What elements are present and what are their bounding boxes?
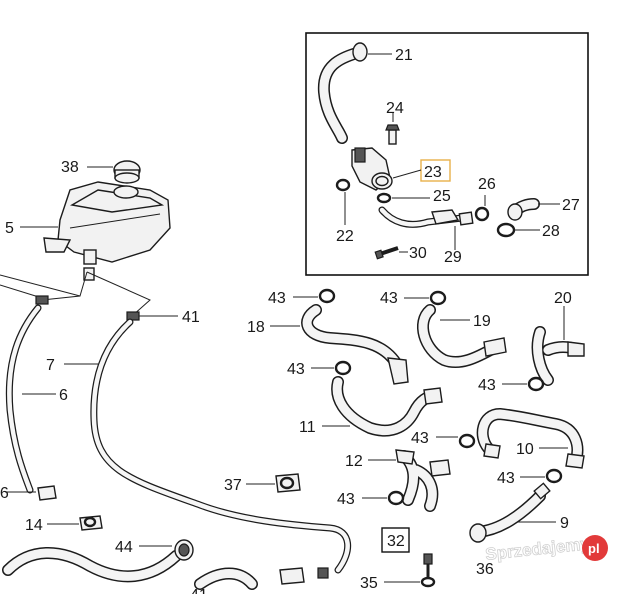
part-44-hose xyxy=(2,539,258,590)
clip-bottom-center xyxy=(279,567,329,585)
part-43-clamp-f xyxy=(545,468,563,484)
label-20: 20 xyxy=(554,290,572,307)
part-16-clip xyxy=(37,485,57,501)
part-29-pipe xyxy=(378,206,474,228)
inset-frame xyxy=(305,32,589,276)
label-30: 30 xyxy=(409,245,427,262)
part-22-o-ring xyxy=(335,178,351,192)
label-22: 22 xyxy=(336,228,354,245)
label-7: 7 xyxy=(46,357,55,374)
part-10-hose xyxy=(476,408,585,469)
label-35: 35 xyxy=(360,575,378,592)
label-38: 38 xyxy=(61,159,79,176)
label-43-f: 43 xyxy=(497,470,515,487)
part-18-hose xyxy=(301,304,409,385)
label-18: 18 xyxy=(247,319,265,336)
label-26: 26 xyxy=(478,176,496,193)
label-36: 36 xyxy=(476,561,494,578)
part-43-clamp-c xyxy=(527,376,545,392)
watermark-logo-text: pl xyxy=(588,541,600,556)
part-26-clamp xyxy=(474,206,490,222)
label-41-bottom: 41 xyxy=(190,587,208,594)
part-24-bolt xyxy=(385,124,400,145)
label-21: 21 xyxy=(395,47,413,64)
label-23: 23 xyxy=(424,164,442,181)
part-43-clamp-e xyxy=(458,433,476,449)
part-43-clamp-b xyxy=(429,290,447,306)
label-10: 10 xyxy=(516,441,534,458)
label-32: 32 xyxy=(387,533,405,550)
label-25: 25 xyxy=(433,188,451,205)
label-11: 11 xyxy=(299,419,316,436)
label-43-g: 43 xyxy=(337,491,355,508)
label-43-e: 43 xyxy=(411,430,429,447)
label-29: 29 xyxy=(444,249,462,266)
label-28: 28 xyxy=(542,223,560,240)
part-30-bolt xyxy=(374,246,399,260)
part-9-hose xyxy=(469,482,551,543)
part-28-clamp xyxy=(496,222,516,238)
part-43-clamp-d xyxy=(334,360,352,376)
watermark-text: Sprzedajemy xyxy=(484,534,591,564)
part-43-clamp-g xyxy=(387,490,405,506)
label-37: 37 xyxy=(224,477,242,494)
label-9: 9 xyxy=(560,515,569,532)
part-38-cap xyxy=(113,160,141,184)
part-35-bolt xyxy=(420,553,436,588)
part-25-seal xyxy=(376,192,392,204)
label-16-partial: 16 xyxy=(0,485,9,502)
part-14-clip xyxy=(79,515,103,531)
part-21-hose xyxy=(317,42,368,144)
part-19-hose xyxy=(416,304,507,369)
part-20-hose xyxy=(531,326,585,386)
part-6-pipe xyxy=(5,304,42,494)
watermark-sprzedajemy: Sprzedajemy pl xyxy=(484,534,608,564)
label-12: 12 xyxy=(345,453,363,470)
label-6: 6 xyxy=(59,387,68,404)
part-43-clamp-a xyxy=(318,288,336,304)
part-5-expansion-tank xyxy=(43,181,171,281)
label-5: 5 xyxy=(5,220,14,237)
label-14: 14 xyxy=(25,517,43,534)
part-32-box xyxy=(381,527,410,553)
label-41-top: 41 xyxy=(182,309,200,326)
label-43-a: 43 xyxy=(268,290,286,307)
part-12-hose xyxy=(395,449,451,512)
label-43-c: 43 xyxy=(478,377,496,394)
label-27: 27 xyxy=(562,197,580,214)
watermark-logo-icon xyxy=(582,535,608,561)
label-19: 19 xyxy=(473,313,491,330)
label-24: 24 xyxy=(386,100,404,117)
part-23-thermostat-housing xyxy=(351,147,393,191)
label-44: 44 xyxy=(115,539,133,556)
part-11-hose xyxy=(331,376,443,437)
clip-left-upper xyxy=(35,295,49,305)
part-27-hose xyxy=(507,198,540,221)
part-37-clip xyxy=(275,473,301,493)
label-43-d: 43 xyxy=(287,361,305,378)
part-7-pipe xyxy=(90,318,352,574)
label-43-b: 43 xyxy=(380,290,398,307)
